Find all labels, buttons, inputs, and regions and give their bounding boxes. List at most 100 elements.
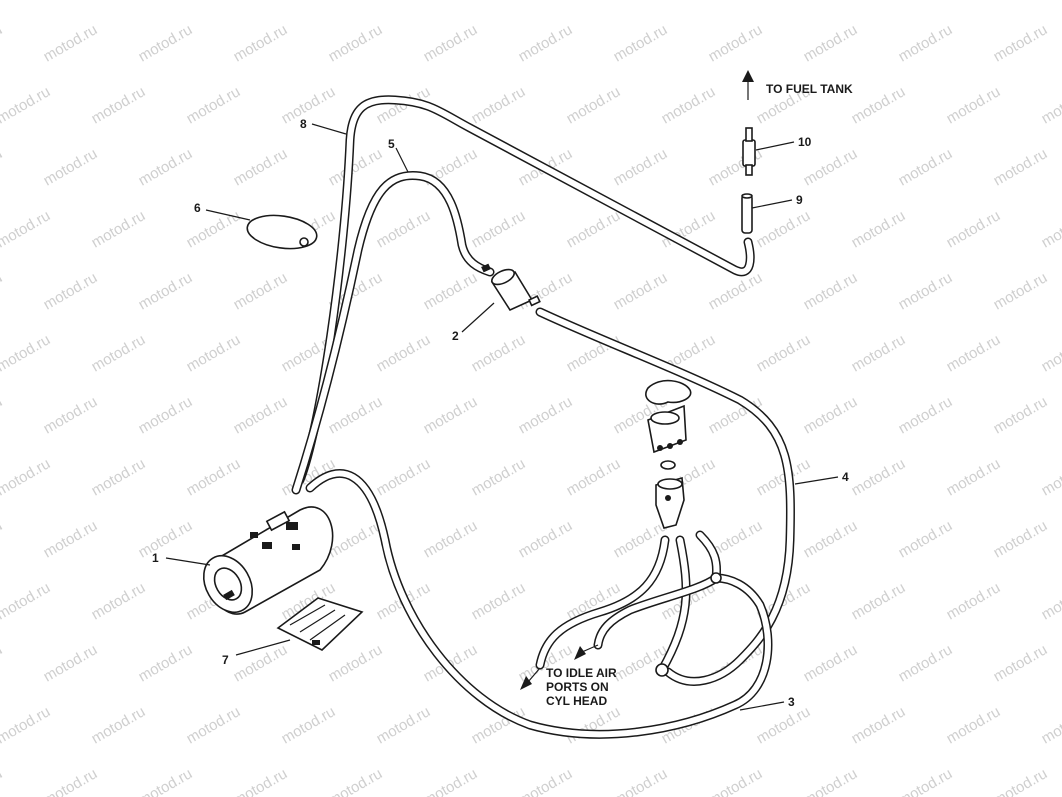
watermark-text: motod.ru — [184, 83, 244, 127]
watermark-text: motod.ru — [279, 703, 339, 747]
watermark-text: motod.ru — [754, 0, 814, 3]
watermark-text: motod.ru — [849, 0, 909, 3]
watermark-text: motod.ru — [231, 393, 291, 437]
charcoal-canister — [202, 506, 334, 615]
watermark-text: motod.ru — [991, 517, 1051, 561]
watermark-text: motod.ru — [754, 207, 814, 251]
watermark-text: motod.ru — [184, 455, 244, 499]
watermark-text: motod.ru — [0, 21, 5, 65]
watermark-text: motod.ru — [896, 641, 956, 685]
watermark-text: motod.ru — [136, 269, 196, 313]
callout-2: 2 — [452, 302, 495, 343]
callout-number-1: 1 — [152, 551, 159, 565]
watermark-text: motod.ru — [0, 393, 5, 437]
watermark-text: motod.ru — [374, 0, 434, 3]
watermark-text: motod.ru — [849, 207, 909, 251]
watermark-text: motod.ru — [231, 765, 291, 797]
watermark-text: motod.ru — [89, 331, 149, 375]
watermark-text: motod.ru — [89, 579, 149, 623]
watermark-text: motod.ru — [421, 765, 481, 797]
watermark-text: motod.ru — [136, 517, 196, 561]
watermark-text: motod.ru — [421, 269, 481, 313]
to-fuel-tank-arrow — [742, 70, 754, 100]
watermark-text: motod.ru — [374, 207, 434, 251]
watermark-text: motod.ru — [944, 83, 1004, 127]
callout-number-3: 3 — [788, 695, 795, 709]
watermark-text: motod.ru — [89, 207, 149, 251]
callout-number-8: 8 — [300, 117, 307, 131]
watermark-text: motod.ru — [326, 641, 386, 685]
watermark-text: motod.ru — [991, 21, 1051, 65]
watermark-text: motod.ru — [611, 21, 671, 65]
watermark-text: motod.ru — [564, 703, 624, 747]
watermark-text: motod.ru — [564, 455, 624, 499]
watermark-text: motod.ru — [469, 83, 529, 127]
watermark-text: motod.ru — [564, 0, 624, 3]
watermark-text: motod.ru — [896, 145, 956, 189]
watermark-text: motod.ru — [136, 765, 196, 797]
watermark-text: motod.ru — [801, 517, 861, 561]
short-hose — [741, 193, 753, 234]
watermark-text: motod.ru — [564, 83, 624, 127]
watermark-text: motod.ru — [89, 83, 149, 127]
watermark-text: motod.ru — [0, 455, 53, 499]
fuel-filter — [481, 263, 541, 312]
watermark-text: motod.ru — [279, 0, 339, 3]
watermark-text: motod.ru — [136, 393, 196, 437]
callout-number-10: 10 — [798, 135, 812, 149]
watermark-text: motod.ru — [991, 765, 1051, 797]
watermark-text: motod.ru — [326, 393, 386, 437]
watermark-text: motod.ru — [374, 703, 434, 747]
watermark-text: motod.ru — [0, 207, 53, 251]
watermark-text: motod.ru — [849, 703, 909, 747]
callout-number-7: 7 — [222, 653, 229, 667]
watermark-text: motod.ru — [326, 21, 386, 65]
watermark-text: motod.ru — [611, 765, 671, 797]
watermark-text: motod.ru — [1039, 579, 1062, 623]
idle-air-label-line-1: TO IDLE AIR — [546, 666, 617, 680]
watermark-text: motod.ru — [1039, 83, 1062, 127]
watermark-text: motod.ru — [89, 455, 149, 499]
hose-4 — [535, 307, 795, 686]
watermark-text: motod.ru — [469, 455, 529, 499]
watermark-text: motod.ru — [41, 641, 101, 685]
watermark-text: motod.ru — [896, 269, 956, 313]
watermark-text: motod.ru — [421, 517, 481, 561]
watermark-text: motod.ru — [231, 21, 291, 65]
watermark-text: motod.ru — [421, 393, 481, 437]
watermark-text: motod.ru — [136, 641, 196, 685]
watermark-text: motod.ru — [849, 83, 909, 127]
watermark-text: motod.ru — [469, 579, 529, 623]
watermark-text: motod.ru — [516, 765, 576, 797]
watermark-text: motod.ru — [991, 145, 1051, 189]
callout-number-5: 5 — [388, 137, 395, 151]
watermark-text: motod.ru — [516, 21, 576, 65]
hose-3 — [305, 469, 773, 739]
watermark-text: motod.ru — [706, 145, 766, 189]
callout-7: 7 — [222, 639, 291, 667]
watermark-text: motod.ru — [849, 455, 909, 499]
watermark-text: motod.ru — [801, 145, 861, 189]
watermark-text: motod.ru — [184, 0, 244, 3]
hose-clamp — [246, 214, 318, 250]
watermark-text: motod.ru — [136, 21, 196, 65]
callout-number-2: 2 — [452, 329, 459, 343]
watermark-text: motod.ru — [41, 517, 101, 561]
watermark-text: motod.ru — [0, 517, 5, 561]
watermark-text: motod.ru — [184, 703, 244, 747]
watermark-text: motod.ru — [0, 331, 53, 375]
watermark-text: motod.ru — [706, 765, 766, 797]
canister-bracket — [276, 597, 364, 651]
watermark-text: motod.ru — [944, 455, 1004, 499]
watermark-text: motod.ru — [89, 0, 149, 3]
watermark-text: motod.ru — [611, 145, 671, 189]
watermark-text: motod.ru — [0, 83, 53, 127]
check-valve-fitting — [742, 127, 756, 176]
watermark-text: motod.ru — [754, 703, 814, 747]
callout-8: 8 — [300, 117, 347, 135]
idle-air-label: TO IDLE AIR PORTS ON CYL HEAD — [546, 666, 617, 708]
watermark-text: motod.ru — [231, 145, 291, 189]
idle-air-hoses — [535, 530, 722, 675]
watermark-text: motod.ru — [1039, 703, 1062, 747]
watermark-text: motod.ru — [469, 331, 529, 375]
